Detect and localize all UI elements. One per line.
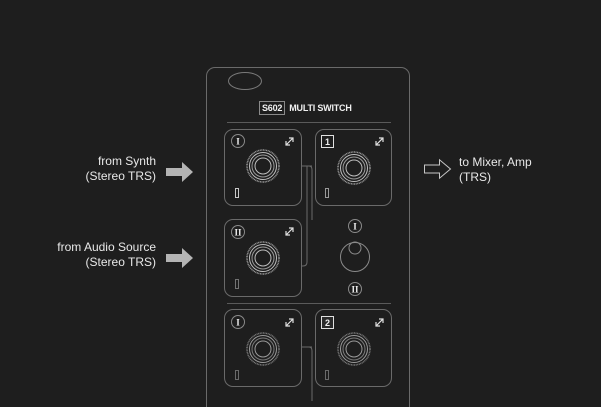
device-title: S602 MULTI SWITCH xyxy=(259,100,352,116)
rotary-switch[interactable]: I II xyxy=(339,219,371,300)
plug-indicator-icon xyxy=(325,370,329,380)
jack-module-input-2 xyxy=(224,219,302,297)
jack-socket-icon[interactable] xyxy=(246,241,280,275)
plug-indicator-icon xyxy=(325,188,329,198)
svg-text:II: II xyxy=(234,228,242,238)
output-label-line2: (TRS) xyxy=(459,170,491,184)
plug-indicator-icon xyxy=(235,370,239,380)
expand-icon[interactable] xyxy=(375,137,384,146)
badge-square-icon: 1 xyxy=(321,135,334,148)
jack-module-input-1-lower xyxy=(224,309,302,387)
jack-module-input-1 xyxy=(224,129,302,206)
input-label-synth-line1: from Synth xyxy=(97,154,156,168)
svg-text:II: II xyxy=(351,285,359,295)
plug-indicator-icon xyxy=(235,279,239,289)
jack-socket-icon[interactable] xyxy=(337,332,371,366)
badge-circle-icon: I xyxy=(231,134,245,148)
expand-icon[interactable] xyxy=(285,137,294,146)
device-name: MULTI SWITCH xyxy=(289,103,352,113)
input-label-audio-line1: from Audio Source xyxy=(57,240,156,254)
jack-socket-icon[interactable] xyxy=(337,151,371,185)
device-panel xyxy=(206,67,410,407)
plug-indicator-icon xyxy=(235,188,239,198)
expand-icon[interactable] xyxy=(375,318,384,327)
output-label-line1: to Mixer, Amp xyxy=(459,155,532,169)
expand-icon[interactable] xyxy=(285,227,294,236)
model-number: S602 xyxy=(259,101,286,115)
output-label: to Mixer, Amp (TRS) xyxy=(459,155,579,185)
badge-circle-icon: I xyxy=(231,315,245,329)
filled-arrow-right-icon xyxy=(166,162,193,182)
svg-text:2: 2 xyxy=(325,318,330,328)
jack-module-output-1 xyxy=(315,129,392,206)
expand-icon[interactable] xyxy=(285,318,294,327)
svg-text:1: 1 xyxy=(325,137,330,147)
jack-socket-icon[interactable] xyxy=(246,332,280,366)
divider-middle xyxy=(227,303,391,304)
filled-arrow-right-icon xyxy=(166,248,193,268)
svg-text:I: I xyxy=(236,318,240,328)
input-label-synth: from Synth (Stereo TRS) xyxy=(60,154,156,184)
input-label-audio-source: from Audio Source (Stereo TRS) xyxy=(30,240,156,270)
input-label-synth-line2: (Stereo TRS) xyxy=(85,169,156,183)
input-label-audio-line2: (Stereo TRS) xyxy=(85,255,156,269)
svg-text:I: I xyxy=(353,222,357,232)
jack-socket-icon[interactable] xyxy=(246,149,280,183)
svg-text:I: I xyxy=(236,137,240,147)
badge-square-icon: 2 xyxy=(321,316,334,329)
panel-mount-hole xyxy=(228,72,262,90)
outline-arrow-right-icon xyxy=(424,158,452,180)
jack-module-output-2 xyxy=(315,309,392,387)
badge-circle-icon: II xyxy=(231,225,245,239)
divider-top xyxy=(227,122,391,123)
